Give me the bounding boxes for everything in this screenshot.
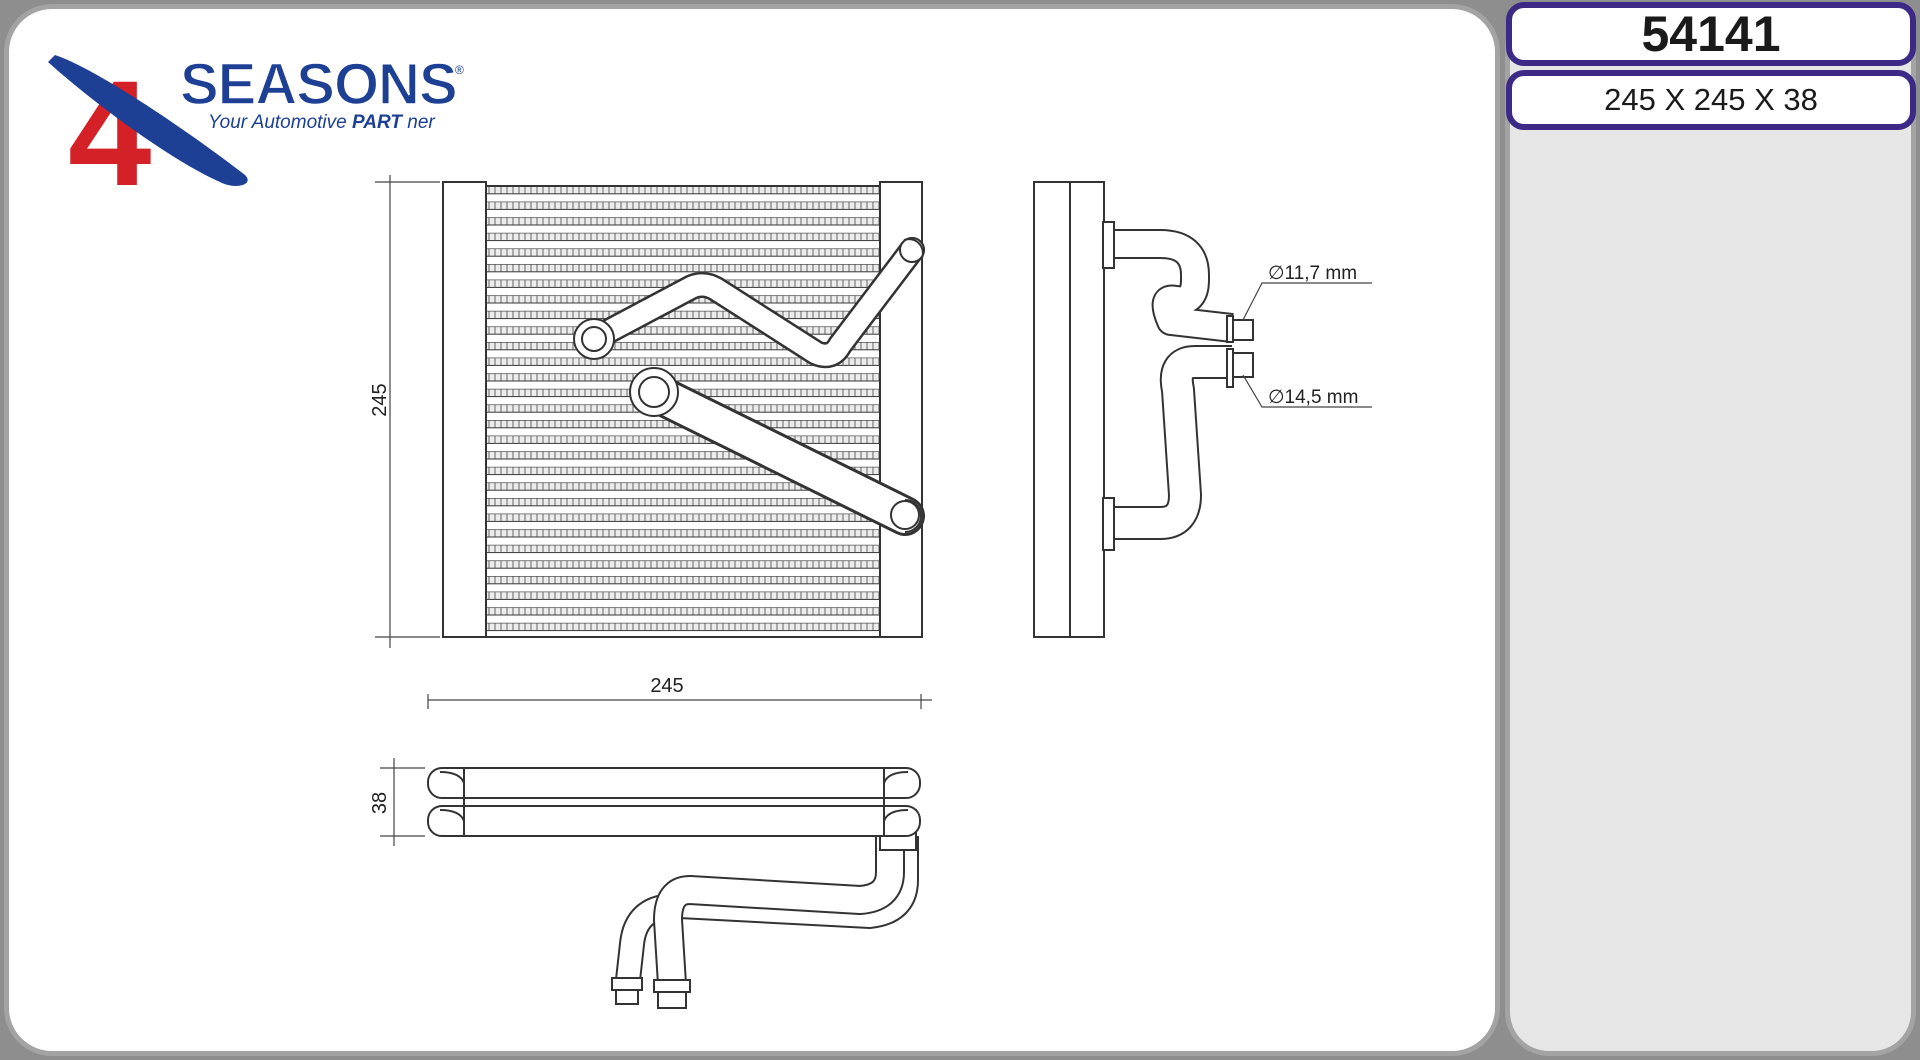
depth-label: 38: [369, 792, 391, 814]
dimensions-text: 245 X 245 X 38: [1604, 82, 1818, 117]
left-tank: [442, 181, 487, 638]
logo-registered-mark: ®: [455, 63, 464, 77]
logo-swoosh: [48, 55, 248, 186]
depth-dimension: [380, 758, 425, 846]
pipe-large-diameter-label: ∅14,5 mm: [1268, 387, 1358, 408]
logo-tagline-part-2: PART: [352, 112, 403, 133]
part-number-box: 54141: [1506, 2, 1916, 66]
side-view: [1033, 181, 1254, 638]
top-view: [427, 767, 921, 1009]
front-dimensions: [375, 175, 932, 709]
pipe-small-diameter-label: ∅11,7 mm: [1268, 263, 1357, 284]
front-view: [442, 181, 925, 638]
info-panel: [1505, 4, 1916, 1056]
technical-drawing: 4 SEASONS ® Your Automotive PART ner: [48, 49, 1372, 1009]
pipe-callouts: [1242, 282, 1372, 408]
logo-tagline: Your Automotive PART ner: [208, 112, 435, 133]
dimensions-box: 245 X 245 X 38: [1506, 70, 1916, 130]
logo-brand: SEASONS: [180, 52, 457, 117]
logo-tagline-part-3: ner: [407, 112, 435, 133]
part-number: 54141: [1641, 6, 1781, 62]
front-width-label: 245: [650, 675, 683, 697]
logo-tagline-part-1: Your Automotive: [208, 112, 347, 133]
front-height-label: 245: [369, 383, 391, 416]
brand-logo: 4 SEASONS ® Your Automotive PART ner: [48, 49, 464, 217]
